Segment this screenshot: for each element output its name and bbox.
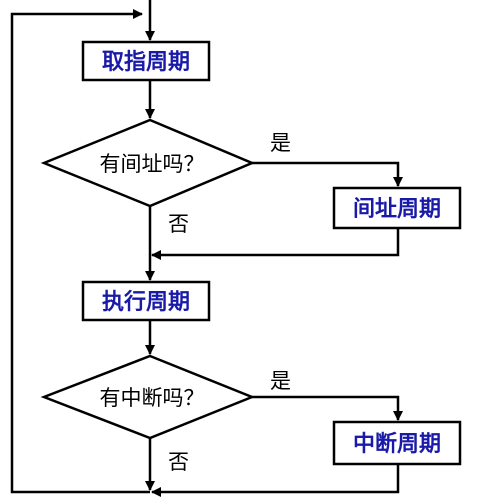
indirect-decision-diamond: 有间址吗？: [40, 118, 256, 208]
fetch-cycle-label: 取指周期: [102, 50, 190, 75]
loop-back-line: [10, 9, 150, 494]
indirect-yes-label: 是: [270, 131, 291, 155]
execute-cycle-label: 执行周期: [102, 289, 190, 315]
interrupt-no-label: 否: [168, 450, 189, 474]
indirect-cycle-box: 间址周期: [332, 186, 462, 230]
arrow-interrupt-return: [151, 464, 400, 497]
interrupt-question-label: 有中断吗？: [100, 386, 205, 410]
interrupt-cycle-label: 中断周期: [353, 431, 441, 457]
arrow-indirect-yes: [252, 161, 403, 187]
interrupt-decision-diamond: 有中断吗？: [40, 354, 256, 440]
indirect-cycle-label: 间址周期: [353, 197, 441, 222]
execute-cycle-box: 执行周期: [81, 280, 211, 322]
arrow-indirect-return: [151, 228, 400, 260]
fetch-cycle-box: 取指周期: [81, 40, 211, 82]
interrupt-cycle-box: 中断周期: [332, 420, 462, 466]
arrow-interrupt-yes: [252, 395, 403, 421]
interrupt-yes-label: 是: [270, 369, 291, 393]
indirect-no-label: 否: [168, 212, 189, 236]
indirect-question-label: 有间址吗？: [100, 152, 205, 176]
